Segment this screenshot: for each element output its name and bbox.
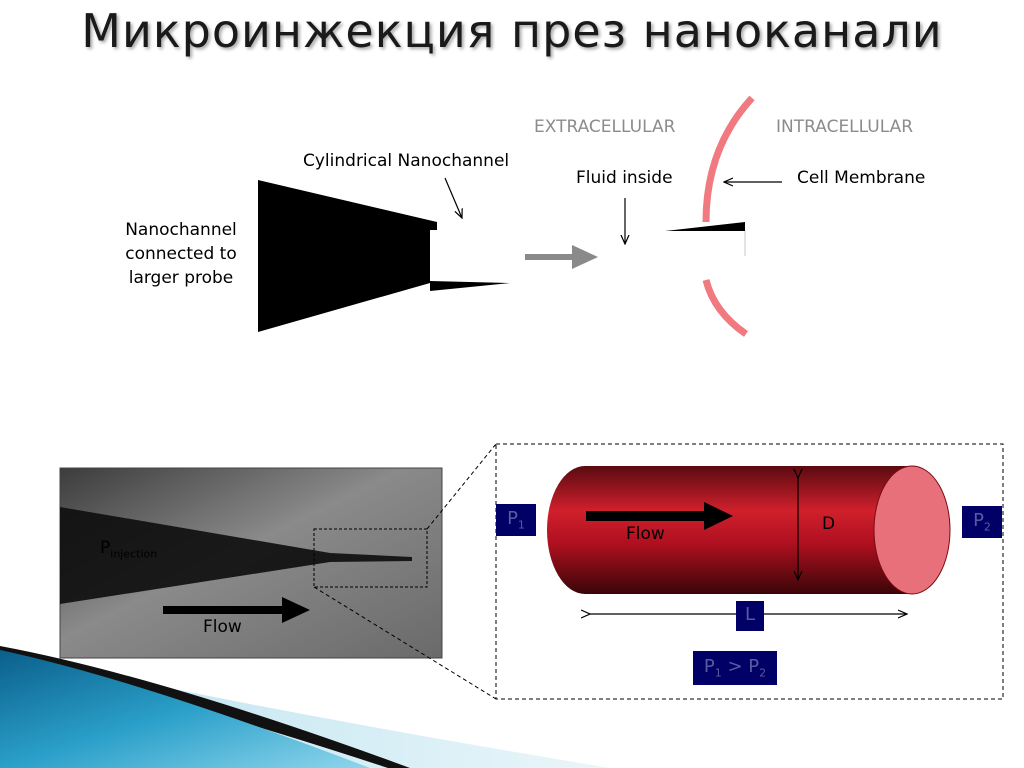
needle-tip xyxy=(665,222,745,231)
photo-flow-arrow xyxy=(163,597,310,623)
cylindrical-nanochannel-label: Cylindrical Nanochannel xyxy=(303,151,510,171)
p-injection-sub: injection xyxy=(110,547,158,561)
p2-sub: 2 xyxy=(983,520,991,534)
intracellular-label: INTRACELLULAR xyxy=(776,117,914,137)
zoom-line-bottom xyxy=(313,586,497,700)
p-injection-label: Pinjection xyxy=(100,538,157,560)
probe-label: Nanochannel connected to larger probe xyxy=(108,218,254,290)
zoom-line-top xyxy=(426,443,497,530)
cylinder-flow-arrow xyxy=(586,502,733,530)
cell-membrane-lower xyxy=(702,279,749,337)
swoosh-blue xyxy=(0,650,370,768)
nanochannel-needle xyxy=(430,281,510,291)
photo-flow-label: Flow xyxy=(203,617,242,637)
pressure-box-p2: P2 xyxy=(962,506,1002,538)
p1-sub: 1 xyxy=(517,518,525,532)
diameter-label: D xyxy=(822,514,836,534)
p2-main: P xyxy=(973,510,984,531)
probe-label-line-1: Nanochannel xyxy=(125,220,237,240)
zoom-box xyxy=(313,528,428,588)
fluid-inside-label: Fluid inside xyxy=(576,168,673,188)
length-box: L xyxy=(736,601,764,631)
p1-main: P xyxy=(507,508,518,529)
relation-p2-sub: 2 xyxy=(759,666,767,680)
cylinder-body xyxy=(547,466,912,594)
p-injection-main: P xyxy=(100,538,111,558)
slide-title: Микроинжекция през наноканали xyxy=(81,4,943,58)
relation-operator: > xyxy=(721,656,749,677)
probe-label-line-2: connected to xyxy=(125,244,237,264)
relation-p2-main: P xyxy=(748,656,760,677)
pressure-relation-box: P1 > P2 xyxy=(693,651,777,685)
probe-body xyxy=(258,180,437,332)
relation-p1-main: P xyxy=(703,656,715,677)
nanochannel-pointer xyxy=(444,177,462,218)
cylinder-end xyxy=(873,465,951,595)
cell-membrane-label: Cell Membrane xyxy=(797,168,926,188)
cylinder-flow-label: Flow xyxy=(626,524,665,544)
cell-membrane-upper xyxy=(702,95,755,223)
probe-label-line-3: larger probe xyxy=(128,268,234,288)
extracellular-label: EXTRACELLULAR xyxy=(534,117,676,137)
grey-arrow xyxy=(525,245,598,269)
relation-p1-sub: 1 xyxy=(714,666,722,680)
micrograph-pipette xyxy=(60,507,412,604)
pressure-box-p1: P1 xyxy=(496,504,536,536)
